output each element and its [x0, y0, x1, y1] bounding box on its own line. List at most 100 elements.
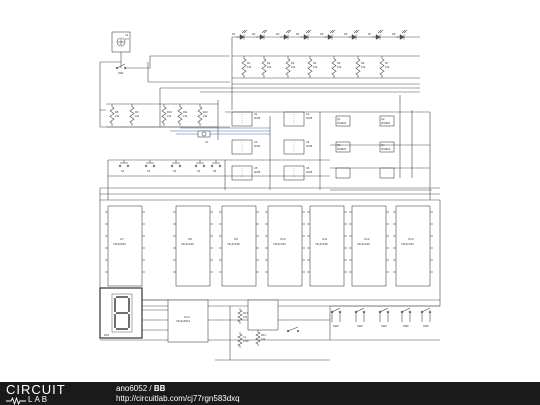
optocoupler-ref: U1	[254, 112, 258, 116]
led-resistor-value: 10k	[247, 65, 252, 69]
switch-ref: SW6	[423, 324, 429, 328]
battery-value: 9 V	[125, 37, 129, 41]
led-d4[interactable]: D4	[296, 29, 312, 40]
timer-ic[interactable]	[247, 299, 279, 331]
mid-resistor-ref: R11	[183, 110, 188, 114]
led-resistor-ref: R7	[385, 61, 389, 65]
led-resistor-value: 10k	[313, 65, 318, 69]
switch-ref: SW4	[381, 324, 387, 328]
switch-s10[interactable]: SW6	[420, 307, 432, 328]
author-name[interactable]: ano6052	[116, 384, 148, 393]
counter-ic-ref: U13	[408, 237, 414, 241]
switch-s9[interactable]: SW5	[400, 307, 412, 328]
decoder-ic[interactable]: U14 74HC4511	[167, 299, 209, 343]
led-d8[interactable]: D8	[392, 29, 408, 40]
optocoupler-part: 4N25	[254, 144, 261, 148]
counter-ic-part: 74HC590	[113, 242, 126, 246]
switch-s7[interactable]: SW3	[354, 307, 366, 328]
seven-segment-display[interactable]: DS1	[99, 287, 143, 339]
mid-resistor-ref: R9	[135, 110, 139, 114]
led-resistor-value: 10k	[337, 65, 342, 69]
led-d5[interactable]: D5	[320, 29, 336, 40]
mid-resistor-ref: R8	[115, 110, 119, 114]
bottom-part-ref: C1	[243, 335, 247, 339]
transistor-part: 2N3904	[337, 121, 347, 125]
optocoupler-ref: U6	[306, 166, 310, 170]
bottom-part-ref: R13	[243, 311, 248, 315]
circuit-url[interactable]: http://circuitlab.com/cj77rgn583dxq	[116, 394, 240, 403]
decoder-part: 74HC4511	[176, 319, 190, 323]
logic-block[interactable]	[335, 167, 351, 179]
mid-resistor-value: 10k	[203, 114, 208, 118]
led-d7[interactable]: D7	[368, 29, 384, 40]
optocoupler-ref: U4	[306, 140, 310, 144]
pushbutton-ref: S1	[121, 169, 125, 173]
pushbutton-s5[interactable]: S5	[210, 160, 222, 173]
led-resistor-ref: R2	[267, 61, 271, 65]
optocoupler-part: 4N25	[306, 170, 313, 174]
led-d1[interactable]: D1	[232, 29, 248, 40]
mid-resistor-ref: R10	[167, 110, 172, 114]
circuitlab-logo[interactable]: CIRCUIT LAB	[6, 383, 86, 405]
pushbutton-s2[interactable]: S2	[144, 160, 156, 173]
counter-ic-ref: U12	[364, 237, 370, 241]
pushbutton-s1[interactable]: S1	[118, 160, 130, 173]
optocoupler-part: 4N25	[306, 116, 313, 120]
bottom-main-switch[interactable]	[286, 326, 300, 333]
switch-s8[interactable]: SW4	[378, 307, 390, 328]
pushbutton-s3[interactable]: S3	[170, 160, 182, 173]
crystal-block[interactable]: C1	[197, 130, 211, 144]
bottom-part-value: 10k	[243, 315, 248, 319]
led-d2[interactable]: D2	[252, 29, 268, 40]
led-d6[interactable]: D6	[344, 29, 360, 40]
mid-resistor-value: 10k	[167, 114, 172, 118]
switch-s6[interactable]: SW2	[330, 307, 342, 328]
optocoupler-ref: U5	[254, 166, 258, 170]
battery-block[interactable]: V1 9 V	[111, 31, 131, 53]
transistor-part: 2N3904	[381, 147, 391, 151]
pushbutton-s4[interactable]: S4	[194, 160, 206, 173]
switch-ref: SW2	[333, 324, 339, 328]
led-row: D1 D2 D3 D4 D5 D6 D7 D8	[232, 29, 408, 40]
optocoupler-ref: U3	[254, 140, 258, 144]
led-d3[interactable]: D3	[276, 29, 292, 40]
led-resistor-value: 10k	[291, 65, 296, 69]
logic-block[interactable]	[379, 167, 395, 179]
